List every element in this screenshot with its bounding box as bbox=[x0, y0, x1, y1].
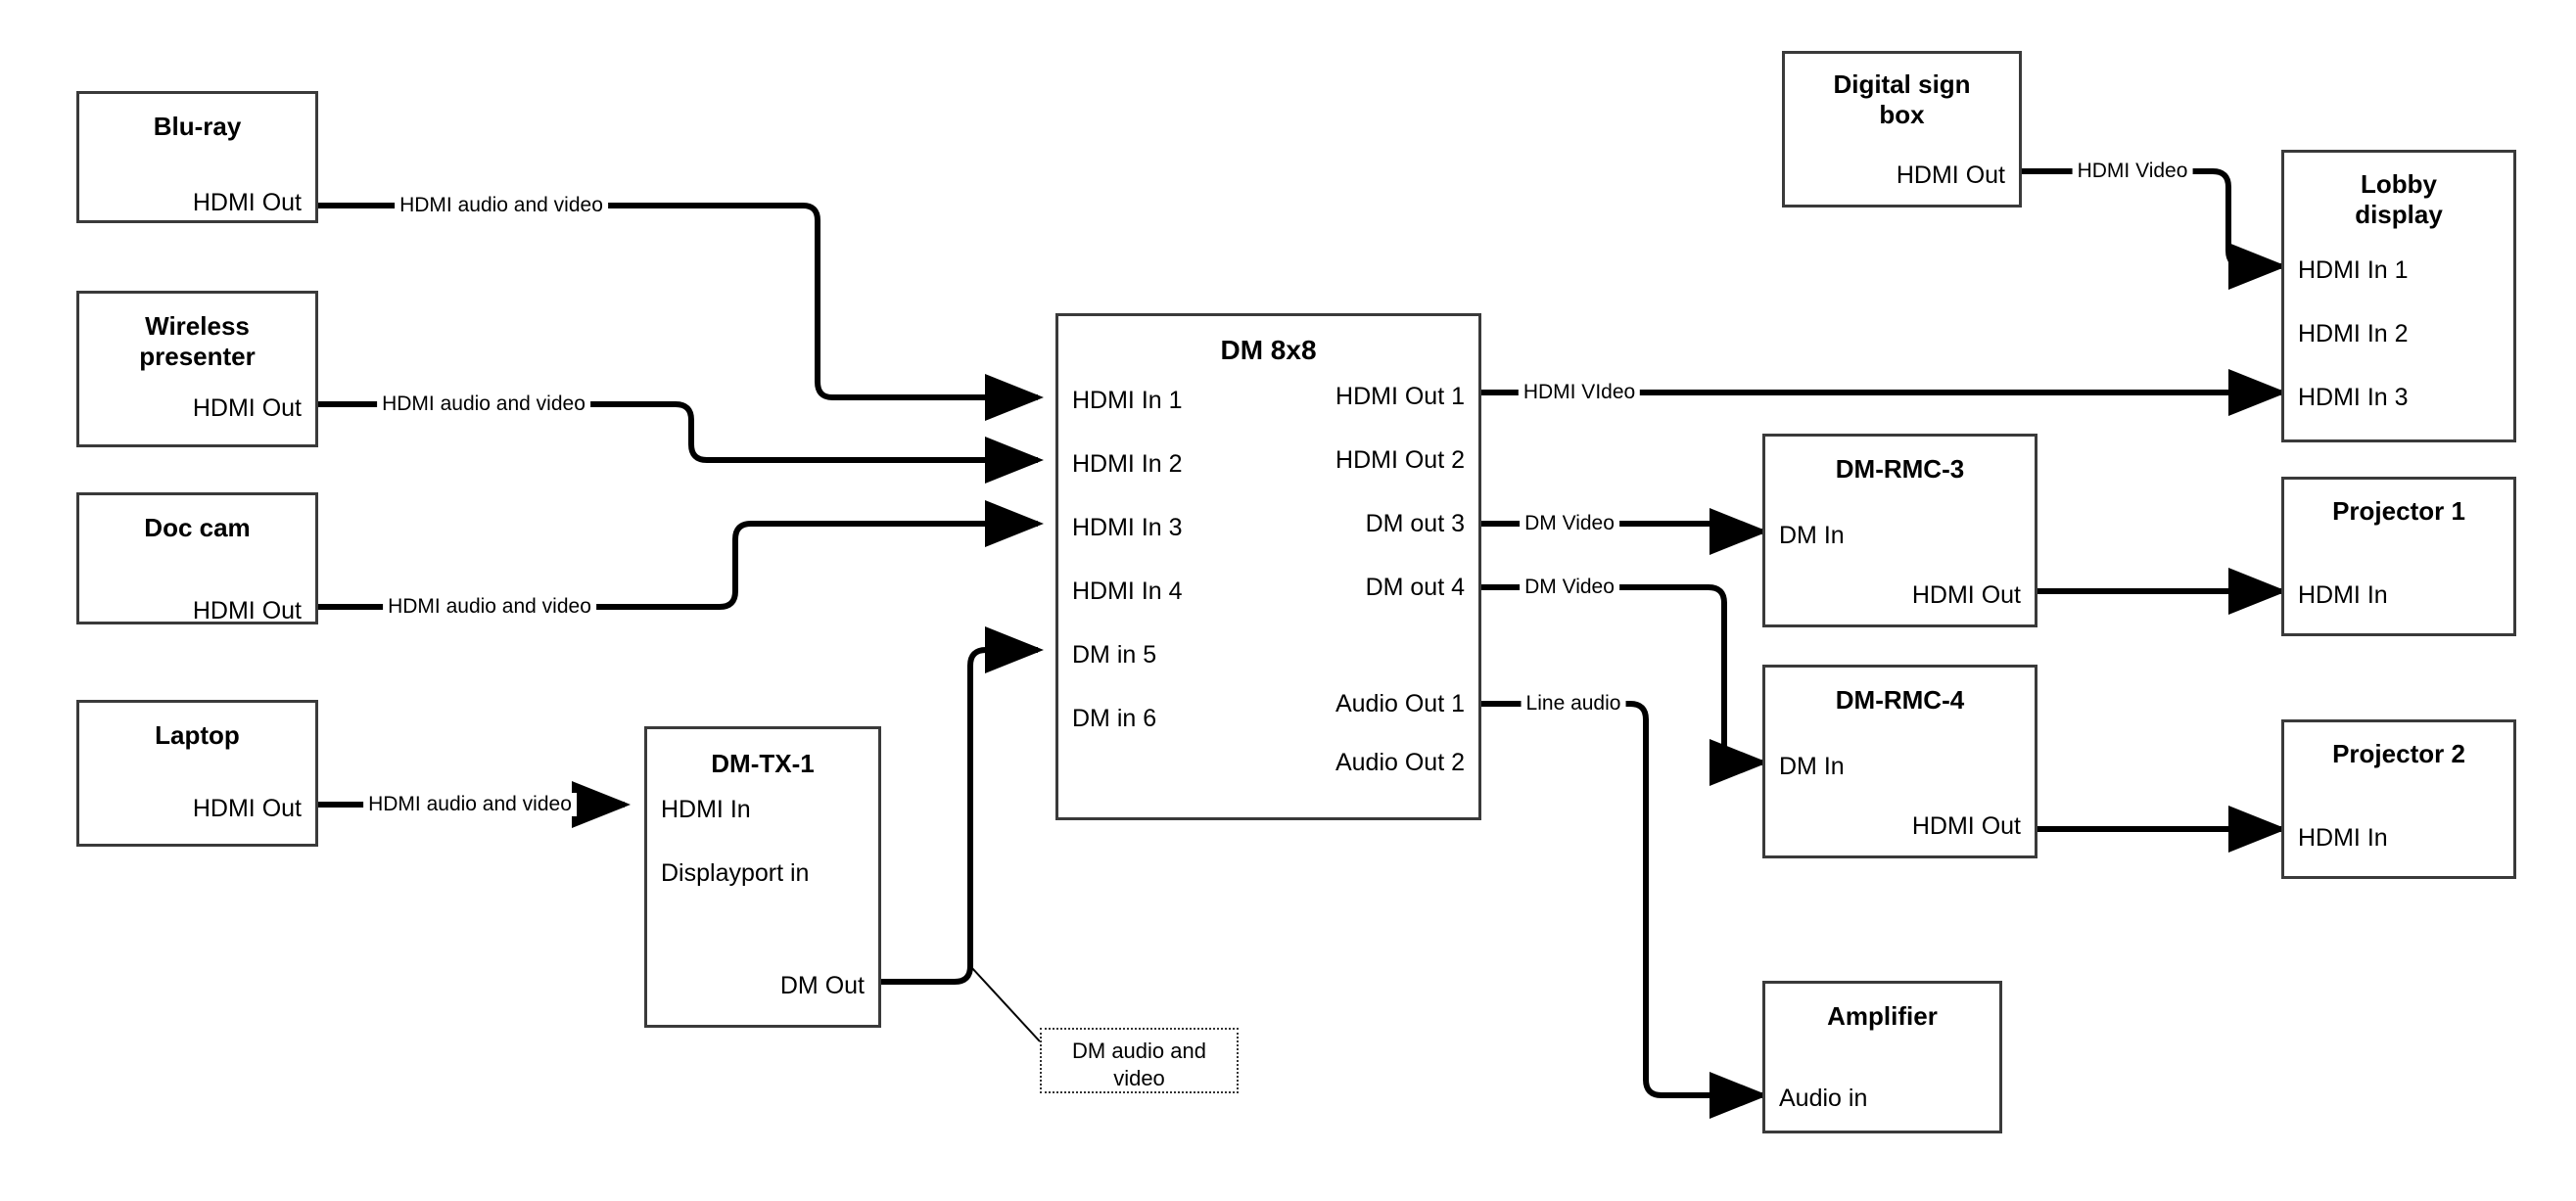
node-projector-2-title: Projector 2 bbox=[2332, 739, 2465, 768]
node-lobby-display-port-hdmi-in-1[interactable]: HDMI In 1 bbox=[2298, 256, 2409, 284]
node-dm-tx-1-port-hdmi-in[interactable]: HDMI In bbox=[661, 796, 751, 823]
node-digital-sign-box-title: Digital sign box bbox=[1833, 69, 1971, 129]
node-dm-rmc-4[interactable]: DM-RMC-4 DM In HDMI Out bbox=[1762, 665, 2037, 858]
node-dm-rmc-4-port-hdmi-out[interactable]: HDMI Out bbox=[1911, 812, 2021, 840]
node-dm-8x8-output-hdmi-out-1[interactable]: HDMI Out 1 bbox=[1335, 383, 1465, 410]
node-projector-2-port-hdmi-in[interactable]: HDMI In bbox=[2298, 824, 2388, 852]
node-dm-rmc-3-title: DM-RMC-3 bbox=[1835, 454, 1965, 484]
node-laptop[interactable]: Laptop HDMI Out bbox=[76, 700, 318, 847]
node-doc-cam-port-hdmi-out[interactable]: HDMI Out bbox=[192, 597, 302, 624]
node-dm-tx-1-port-displayport-in[interactable]: Displayport in bbox=[661, 859, 810, 887]
node-dm-tx-1-title: DM-TX-1 bbox=[711, 749, 815, 778]
edge-label-laptop-to-dm-tx-1: HDMI audio and video bbox=[363, 793, 577, 816]
node-wireless-presenter-port-hdmi-out[interactable]: HDMI Out bbox=[192, 394, 302, 422]
node-bluray[interactable]: Blu-ray HDMI Out bbox=[76, 91, 318, 223]
node-dm-8x8-input-dm-in-6[interactable]: DM in 6 bbox=[1072, 705, 1157, 732]
node-lobby-display-port-hdmi-in-2[interactable]: HDMI In 2 bbox=[2298, 320, 2409, 347]
node-amplifier-port-audio-in[interactable]: Audio in bbox=[1779, 1085, 1868, 1112]
node-dm-8x8-output-dm-out-4[interactable]: DM out 4 bbox=[1365, 574, 1465, 601]
edge-label-wireless-to-hdmi-in-2: HDMI audio and video bbox=[377, 393, 590, 416]
node-dm-8x8-output-audio-out-2[interactable]: Audio Out 2 bbox=[1335, 749, 1465, 776]
node-dm-8x8-input-hdmi-in-4[interactable]: HDMI In 4 bbox=[1072, 577, 1183, 605]
node-dm-rmc-4-port-dm-in[interactable]: DM In bbox=[1779, 753, 1845, 780]
node-lobby-display-title: Lobby display bbox=[2355, 169, 2443, 229]
node-dm-tx-1[interactable]: DM-TX-1 HDMI In Displayport in DM Out bbox=[644, 726, 881, 1028]
node-dm-rmc-3-port-dm-in[interactable]: DM In bbox=[1779, 522, 1845, 549]
node-dm-8x8-input-hdmi-in-3[interactable]: HDMI In 3 bbox=[1072, 514, 1183, 541]
node-lobby-display-port-hdmi-in-3[interactable]: HDMI In 3 bbox=[2298, 384, 2409, 411]
node-doc-cam[interactable]: Doc cam HDMI Out bbox=[76, 492, 318, 624]
edge-label-hdmi-out-1-to-lobby: HDMI VIdeo bbox=[1518, 381, 1641, 404]
node-digital-sign-box-port-hdmi-out[interactable]: HDMI Out bbox=[1896, 162, 2005, 189]
annotation-dm-audio-and-video: DM audio and video bbox=[1040, 1028, 1239, 1093]
node-wireless-presenter-title: Wireless presenter bbox=[139, 311, 256, 371]
node-lobby-display[interactable]: Lobby display HDMI In 1 HDMI In 2 HDMI I… bbox=[2281, 150, 2516, 442]
node-dm-8x8-input-hdmi-in-2[interactable]: HDMI In 2 bbox=[1072, 450, 1183, 478]
node-wireless-presenter[interactable]: Wireless presenter HDMI Out bbox=[76, 291, 318, 447]
node-amplifier-title: Amplifier bbox=[1827, 1001, 1938, 1031]
node-digital-sign-box[interactable]: Digital sign box HDMI Out bbox=[1782, 51, 2022, 208]
edge-label-doccam-to-hdmi-in-3: HDMI audio and video bbox=[383, 595, 596, 619]
edge-label-dm-out-4-to-rmc-4: DM Video bbox=[1520, 576, 1619, 599]
edge-label-sign-to-lobby: HDMI Video bbox=[2072, 160, 2193, 183]
node-laptop-port-hdmi-out[interactable]: HDMI Out bbox=[192, 795, 302, 822]
node-dm-8x8-title: DM 8x8 bbox=[1220, 335, 1317, 365]
edge-label-dm-out-3-to-rmc-3: DM Video bbox=[1520, 512, 1619, 535]
node-dm-8x8[interactable]: DM 8x8 HDMI In 1 HDMI In 2 HDMI In 3 HDM… bbox=[1055, 313, 1481, 820]
node-projector-2[interactable]: Projector 2 HDMI In bbox=[2281, 719, 2516, 879]
node-dm-rmc-3[interactable]: DM-RMC-3 DM In HDMI Out bbox=[1762, 434, 2037, 627]
node-dm-8x8-output-hdmi-out-2[interactable]: HDMI Out 2 bbox=[1335, 446, 1465, 474]
node-dm-rmc-4-title: DM-RMC-4 bbox=[1835, 685, 1965, 715]
node-dm-8x8-output-audio-out-1[interactable]: Audio Out 1 bbox=[1335, 690, 1465, 717]
node-projector-1-port-hdmi-in[interactable]: HDMI In bbox=[2298, 581, 2388, 609]
node-dm-tx-1-port-dm-out[interactable]: DM Out bbox=[779, 972, 865, 999]
edge-label-audio-out-1-to-amplifier: Line audio bbox=[1521, 692, 1626, 716]
node-amplifier[interactable]: Amplifier Audio in bbox=[1762, 981, 2002, 1133]
node-dm-8x8-input-hdmi-in-1[interactable]: HDMI In 1 bbox=[1072, 387, 1183, 414]
node-bluray-port-hdmi-out[interactable]: HDMI Out bbox=[192, 189, 302, 216]
node-dm-8x8-output-dm-out-3[interactable]: DM out 3 bbox=[1365, 510, 1465, 537]
node-projector-1-title: Projector 1 bbox=[2332, 496, 2465, 526]
node-doc-cam-title: Doc cam bbox=[144, 513, 251, 542]
node-projector-1[interactable]: Projector 1 HDMI In bbox=[2281, 477, 2516, 636]
node-dm-rmc-3-port-hdmi-out[interactable]: HDMI Out bbox=[1911, 581, 2021, 609]
node-dm-8x8-input-dm-in-5[interactable]: DM in 5 bbox=[1072, 641, 1157, 669]
node-laptop-title: Laptop bbox=[155, 720, 240, 750]
edge-label-bluray-to-hdmi-in-1: HDMI audio and video bbox=[395, 194, 608, 217]
node-bluray-title: Blu-ray bbox=[153, 112, 242, 141]
